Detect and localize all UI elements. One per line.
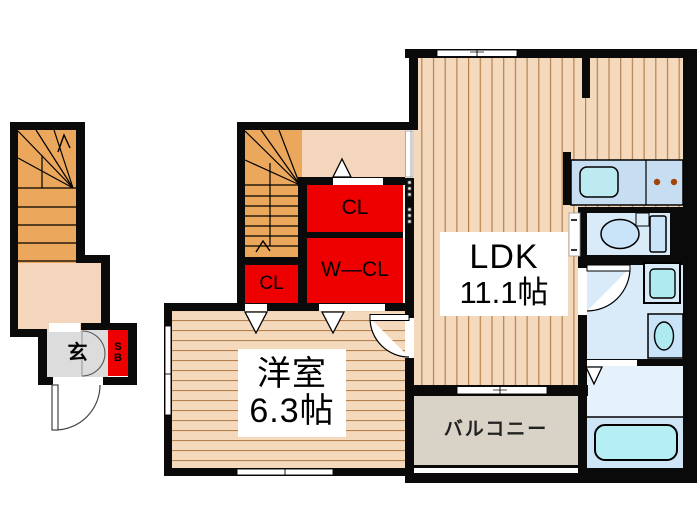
closet-lower-label: CL [259,272,284,294]
bathroom-door-opening [587,360,637,366]
middle-staircase [244,129,302,253]
ldk-label: LDK 11.1帖 [440,232,568,316]
door-markers [243,157,604,386]
bathroom-door-marker [584,366,604,386]
stove-burner [670,178,678,186]
toilet [600,212,667,253]
western-room-label: 洋室 6.3帖 [238,349,346,437]
closet-upper-opening [333,178,383,185]
closet-lower-area [245,265,298,303]
ldk-size: 11.1帖 [459,274,549,310]
ldk-name: LDK [469,237,539,276]
vanity-basin [647,313,684,359]
walk-in-closet-opening [319,304,385,311]
left-stairs-floor [18,130,76,263]
middle-stairs-floor [245,130,302,257]
bathroom-floor-upper [587,366,683,417]
washroom-door-opening [578,268,587,315]
sliding-door-marks [405,130,414,224]
shoe-box-label: S B [114,341,122,364]
closet-lower-opening [245,304,267,311]
walk-in-closet-door-marker [320,311,346,335]
walk-in-closet-label: W—CL [321,258,389,282]
toilet-tank [649,215,667,253]
closet-upper-label: CL [341,196,369,220]
toilet-cistern [635,212,650,227]
washroom-door [586,264,631,312]
entrance-hall-opening [49,323,80,332]
closet-upper-area [307,185,403,232]
western-room-size: 6.3帖 [249,392,335,430]
western-room-door [369,314,410,358]
hall-closet-door-marker [331,157,353,178]
western-room-name: 洋室 [257,355,327,394]
left-staircase [17,129,76,262]
kitchen-sink [579,166,619,198]
balcony-label: バルコニー [443,419,549,441]
kitchen-counter [570,159,684,206]
stove-burner [653,178,661,186]
walk-in-closet-area [307,238,403,303]
bathtub [587,416,683,461]
western-room-door-opening [405,318,414,358]
western-room-left-window [164,325,172,416]
doors [51,212,631,431]
closet-lower-door-marker [243,311,269,335]
hallway-floor [300,130,405,177]
balcony-floor [414,396,578,465]
entry-door [51,384,101,431]
left-hall-floor [18,263,101,330]
entry-door-opening [53,377,103,386]
entrance-double-doors [81,330,106,377]
entrance-label: 玄 [67,341,88,364]
floor-areas [18,58,683,468]
windows [164,49,548,476]
washing-machine-pan [643,262,681,304]
toilet-door [568,212,581,257]
shoe-box-area [108,330,128,376]
